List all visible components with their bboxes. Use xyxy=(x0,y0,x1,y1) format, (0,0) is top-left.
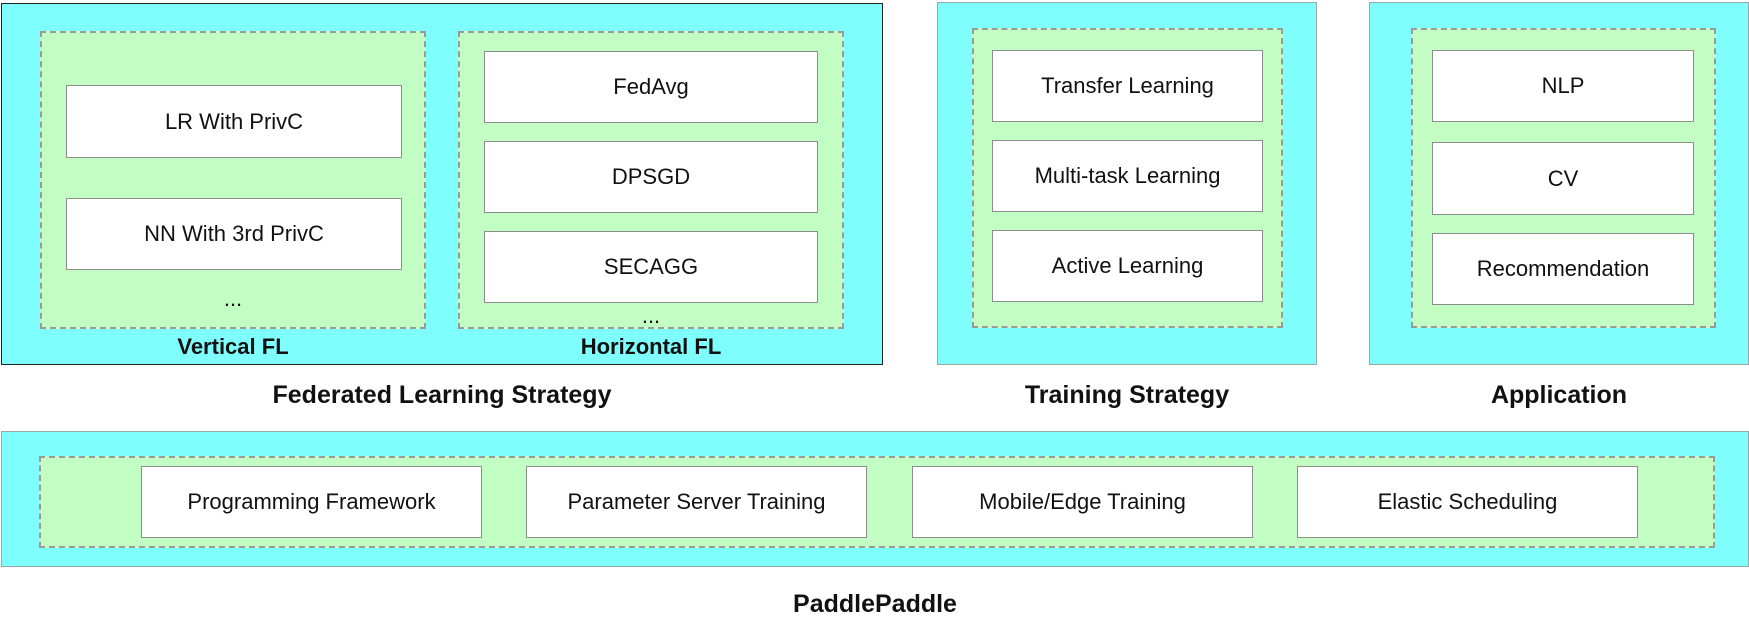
paddlepaddle-group: Programming Framework Parameter Server T… xyxy=(39,456,1715,548)
training-item-active-learning: Active Learning xyxy=(992,230,1263,302)
federated-learning-strategy-title: Federated Learning Strategy xyxy=(272,381,612,409)
vertical-fl-item-lr-privc: LR With PrivC xyxy=(66,85,402,158)
training-strategy-group: Transfer Learning Multi-task Learning Ac… xyxy=(972,28,1283,328)
training-strategy-panel: Transfer Learning Multi-task Learning Ac… xyxy=(937,2,1317,365)
vertical-fl-group: LR With PrivC NN With 3rd PrivC ... xyxy=(40,31,426,329)
application-group: NLP CV Recommendation xyxy=(1411,28,1716,328)
paddle-item-mobile-edge-training: Mobile/Edge Training xyxy=(912,466,1253,538)
paddle-item-parameter-server-training: Parameter Server Training xyxy=(526,466,867,538)
application-item-nlp: NLP xyxy=(1432,50,1694,122)
application-panel: NLP CV Recommendation xyxy=(1369,2,1749,365)
training-item-transfer-learning: Transfer Learning xyxy=(992,50,1263,122)
horizontal-fl-item-dpsgd: DPSGD xyxy=(484,141,818,213)
paddlepaddle-panel: Programming Framework Parameter Server T… xyxy=(1,431,1749,567)
horizontal-fl-label: Horizontal FL xyxy=(580,334,722,359)
application-item-recommendation: Recommendation xyxy=(1432,233,1694,305)
vertical-fl-more: ... xyxy=(223,286,243,311)
horizontal-fl-more: ... xyxy=(641,303,661,328)
paddle-item-programming-framework: Programming Framework xyxy=(141,466,482,538)
application-item-cv: CV xyxy=(1432,142,1694,215)
horizontal-fl-item-fedavg: FedAvg xyxy=(484,51,818,123)
application-title: Application xyxy=(1490,381,1628,409)
training-item-multitask-learning: Multi-task Learning xyxy=(992,140,1263,212)
paddlepaddle-title: PaddlePaddle xyxy=(793,590,957,618)
vertical-fl-label: Vertical FL xyxy=(177,334,289,359)
horizontal-fl-item-secagg: SECAGG xyxy=(484,231,818,303)
paddle-item-elastic-scheduling: Elastic Scheduling xyxy=(1297,466,1638,538)
horizontal-fl-group: FedAvg DPSGD SECAGG ... xyxy=(458,31,844,329)
vertical-fl-item-nn-privc: NN With 3rd PrivC xyxy=(66,198,402,270)
training-strategy-title: Training Strategy xyxy=(1024,381,1230,409)
federated-learning-strategy-panel: LR With PrivC NN With 3rd PrivC ... Vert… xyxy=(1,3,883,365)
